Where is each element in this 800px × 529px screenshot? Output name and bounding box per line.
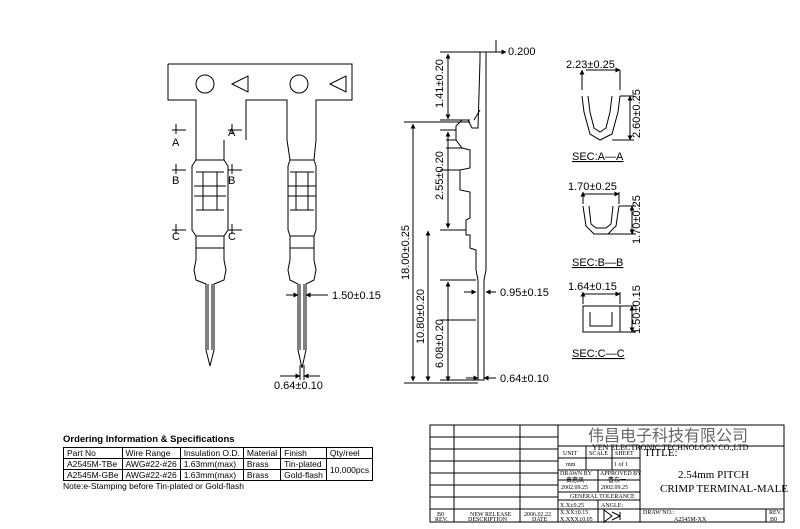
drawn-date: 2002.09.25 (561, 485, 588, 491)
sheet-value: 1 of 1 (614, 461, 628, 468)
dim-pin-thickness: 0.64±0.10 (500, 373, 549, 385)
header-qty: Qty/reel (325, 447, 374, 459)
section-label-a: A (172, 137, 180, 149)
unit-value: mm (566, 462, 576, 468)
sec-a-height: 2.60±0.25 (631, 89, 643, 138)
approved-date: 2002.09.25 (601, 485, 628, 491)
approved-name: 曹东一 (608, 476, 626, 484)
sec-a-title: SEC:A—A (572, 151, 624, 163)
spec-note: Note:e-Stamping before Tin-plated or Gol… (63, 481, 244, 491)
cell: A2545M-TBe (63, 458, 123, 470)
cell: Gold-flash (280, 469, 327, 481)
dim-top-thickness: 0.200 (508, 46, 536, 58)
rev-date: 2006.02.22 (524, 512, 551, 518)
dim-lower-length: 10.80±0.20 (415, 289, 427, 344)
sec-b-title: SEC:B—B (572, 257, 623, 269)
header-part-no: Part No (63, 447, 123, 459)
dim-pin-width: 0.64±0.10 (274, 380, 323, 392)
company-en: YEN ELECTRONIC TECHNOLOGY CO.,LTD (592, 443, 749, 452)
dim-offset: 0.95±0.15 (500, 287, 549, 299)
section-a (582, 70, 634, 141)
cell: AWG#22-#26 (121, 469, 181, 481)
cell: AWG#22-#26 (121, 458, 181, 470)
unit-label: UNIT (563, 451, 578, 457)
desc-label: DESCRIPTION (468, 517, 508, 523)
spec-title: Ordering Information & Specifications (63, 434, 235, 445)
rev-label: REV. (435, 517, 448, 523)
ordering-spec: Ordering Information & Specifications Pa… (63, 434, 374, 491)
section-label-c: C (228, 231, 236, 243)
section-label-c: C (172, 231, 180, 243)
scale-label: SCALE (589, 451, 608, 457)
pilot-hole (195, 74, 215, 94)
rev-b0: B0 (437, 512, 444, 518)
drawno-label: DRAW NO.: (643, 510, 674, 516)
dim-pitch: 1.50±0.15 (332, 290, 381, 302)
tol-1: X.X±0.25 (560, 503, 584, 509)
tol-2: X.XX±0.15 (560, 510, 588, 516)
angle-label: ANGLE: (601, 503, 623, 509)
section-c (583, 292, 636, 333)
qty-cell: 10,000pcs (325, 458, 374, 481)
side-view (446, 51, 487, 381)
sec-c-height: 1.50±0.15 (631, 285, 643, 334)
drawn-name: 黄惠凤 (566, 476, 584, 484)
company-cn: 伟昌电子科技有限公司 (588, 426, 748, 445)
header-finish: Finish (280, 447, 327, 459)
cell: 1.63mm(max) (179, 469, 244, 481)
cell: 1.63mm(max) (179, 458, 244, 470)
header-insulation: Insulation O.D. (179, 447, 244, 459)
dim-upper-height: 1.41±0.20 (434, 59, 446, 108)
cell: A2545M-GBe (63, 469, 123, 481)
section-label-b: B (172, 175, 179, 187)
table-row: A2545M-TBe AWG#22-#26 1.63mm(max) Brass … (63, 458, 374, 481)
cell: Brass (242, 458, 282, 470)
sec-c-title: SEC:C—C (572, 348, 625, 360)
tol-3: X.XXX±0.05 (560, 517, 593, 523)
section-b (583, 192, 636, 235)
rev2-label: REV. (769, 510, 782, 516)
sec-b-width: 1.70±0.25 (568, 181, 617, 193)
rev2-value: B0 (770, 517, 777, 523)
sec-c-width: 1.64±0.15 (568, 281, 617, 293)
section-label-a: A (228, 127, 236, 139)
title-label: TITLE: (644, 447, 678, 459)
cell: Brass (242, 469, 282, 481)
dim-pin-length: 6.08±0.20 (434, 319, 446, 368)
header-wire-range: Wire Range (121, 447, 181, 459)
sheet-label: SHEET (615, 451, 634, 457)
pilot-hole (289, 74, 309, 94)
drawn-label: DRAWN BY (560, 471, 593, 477)
approved-label: APPROVED BY (600, 471, 642, 477)
dim-crimp-height: 2.55±0.20 (434, 151, 446, 200)
drawno-value: A2545M-XX (674, 517, 707, 523)
tolerance-label: GENERAL TOLERANCE (570, 494, 635, 500)
table-row: A2545M-GBe AWG#22-#26 1.63mm(max) Brass … (63, 469, 373, 481)
title-line-2: CRIMP TERMINAL-MALE (660, 483, 788, 495)
front-view (167, 63, 353, 369)
dim-total-length: 18.00±0.25 (400, 225, 412, 280)
table-header-row: Part No Wire Range Insulation O.D. Mater… (63, 447, 374, 459)
section-label-b: B (228, 175, 235, 187)
spec-table: Part No Wire Range Insulation O.D. Mater… (63, 447, 374, 481)
title-line-1: 2.54mm PITCH (678, 469, 749, 481)
sec-b-height: 1.70±0.25 (631, 195, 643, 244)
header-material: Material (242, 447, 282, 459)
sec-a-width: 2.23±0.25 (566, 59, 615, 71)
cell: Tin-plated (280, 458, 327, 470)
date-label: DATE (532, 517, 548, 523)
title-block (429, 424, 785, 523)
rev-desc: NEW RELEASE (470, 512, 512, 518)
